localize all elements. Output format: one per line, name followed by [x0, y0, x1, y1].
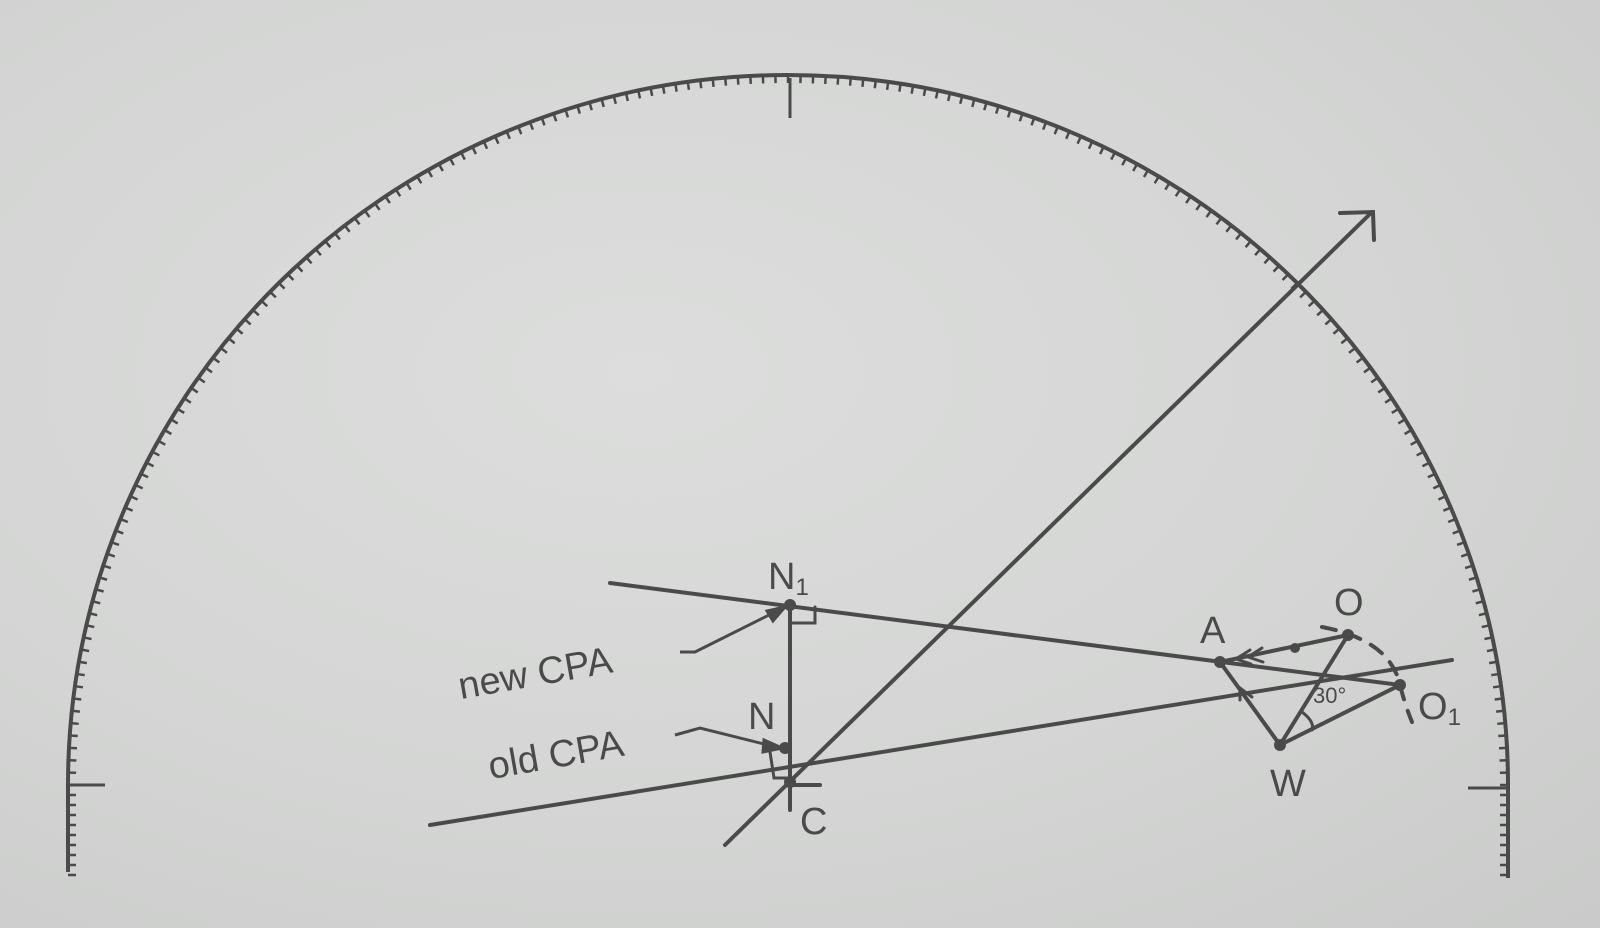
- point-w: [1274, 739, 1286, 751]
- label-o1: O1: [1418, 686, 1461, 731]
- vector-aw: [1218, 660, 1282, 747]
- old-relative-motion-line: [428, 658, 1454, 827]
- vector-oa: [1218, 633, 1350, 664]
- compass-rim: [66, 73, 1510, 878]
- heading-line: [723, 210, 1374, 847]
- label-n: N: [748, 696, 776, 738]
- plot-points: [779, 599, 1406, 788]
- right-angle-n1: [788, 605, 817, 625]
- label-o: O: [1334, 582, 1364, 624]
- arrowhead-icon: [1238, 685, 1254, 702]
- new-relative-motion-line: [608, 581, 1402, 687]
- leader-lines: [674, 604, 790, 754]
- label-c: C: [800, 801, 828, 843]
- new-cpa-leader: [680, 605, 786, 654]
- label-a: A: [1200, 610, 1226, 652]
- double-arrowhead-icon: [1232, 648, 1253, 666]
- vector-wo1: [1278, 683, 1402, 747]
- angle-arc: [1300, 710, 1314, 732]
- point-c: [784, 776, 796, 788]
- right-angle-n: [768, 750, 792, 780]
- label-n1: N1: [768, 556, 809, 601]
- old-cpa-leader: [674, 726, 781, 750]
- point-a: [1214, 656, 1226, 668]
- vector-wo: [1278, 633, 1350, 747]
- point-o1: [1394, 679, 1406, 691]
- point-n1: [784, 599, 796, 611]
- point-o: [1342, 629, 1354, 641]
- angle-label: 30°: [1313, 683, 1347, 708]
- arrow-up-right-icon: [1338, 209, 1376, 242]
- point-mid: [1290, 643, 1300, 653]
- label-w: W: [1270, 763, 1306, 805]
